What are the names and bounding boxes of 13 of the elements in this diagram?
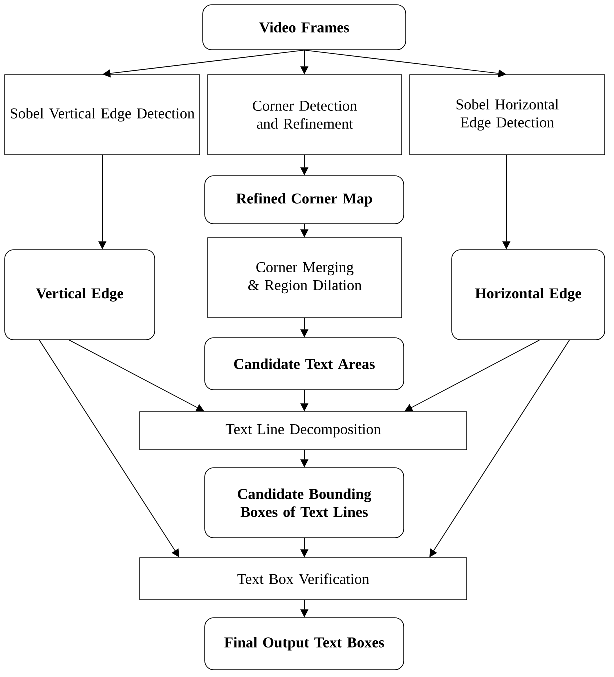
terminal-box: Final Output Text Boxes: [204, 618, 404, 670]
process-box: Corner Merging & Region Dilation: [208, 238, 402, 318]
terminal-box: Vertical Edge: [4, 250, 156, 340]
terminal-box: Candidate Text Areas: [204, 338, 404, 390]
process-box: Sobel Horizontal Edge Detection: [410, 74, 606, 156]
terminal-box: Horizontal Edge: [452, 250, 606, 340]
process-box: Corner Detection and Refinement: [208, 74, 402, 156]
process-box: Text Line Decomposition: [140, 412, 468, 450]
process-box: Sobel Vertical Edge Detection: [4, 74, 200, 156]
process-box: Text Box Verification: [140, 558, 468, 600]
terminal-box: Video Frames: [202, 4, 406, 50]
terminal-box: Refined Corner Map: [204, 176, 404, 224]
terminal-box: Candidate Bounding Boxes of Text Lines: [204, 468, 404, 538]
